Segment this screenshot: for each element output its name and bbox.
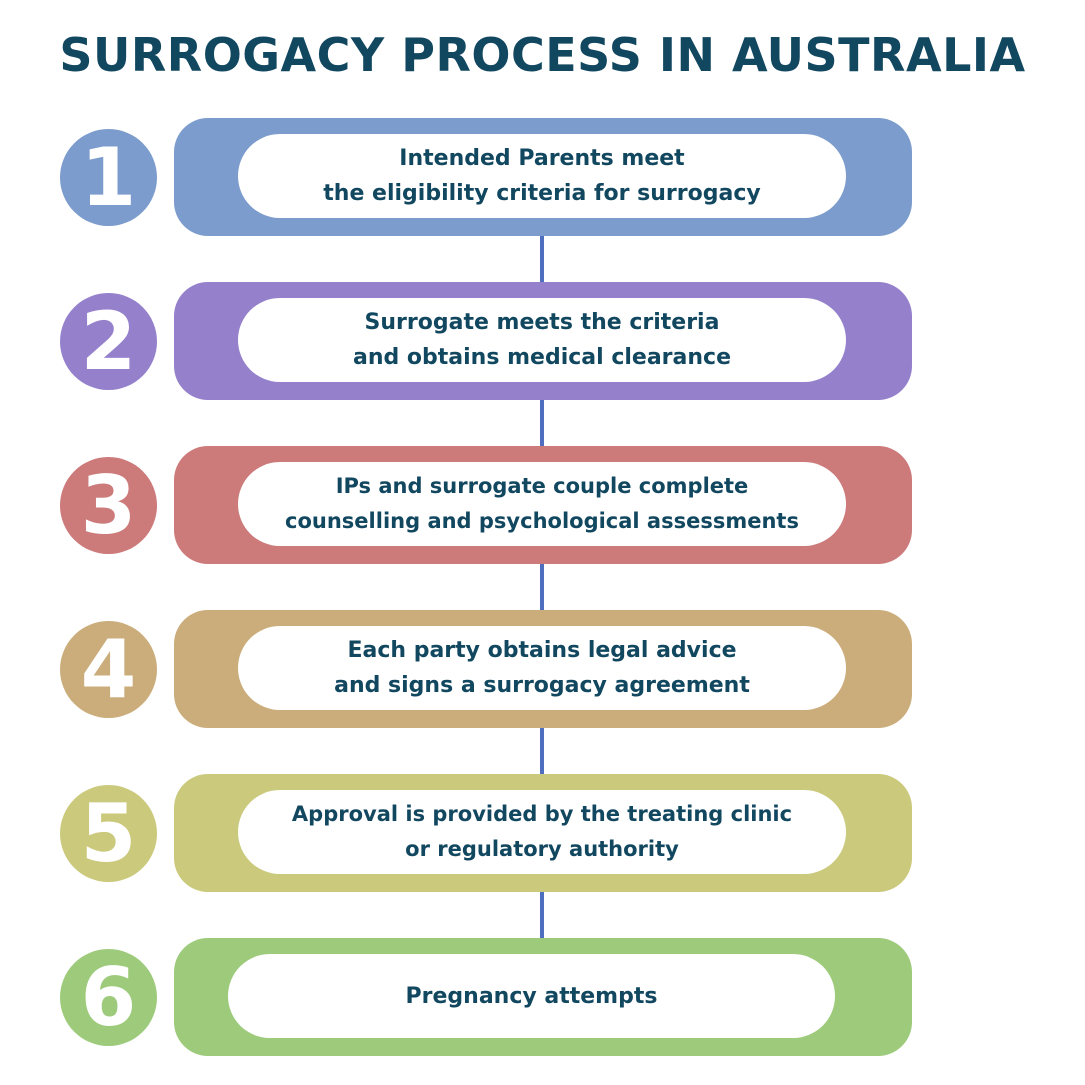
step-1-number-badge: 1 [60, 129, 157, 226]
step-2-card: Surrogate meets the criteria and obtains… [238, 298, 846, 382]
step-2: 2 Surrogate meets the criteria and obtai… [0, 282, 1085, 400]
step-1: 1 Intended Parents meet the eligibility … [0, 118, 1085, 236]
step-3-text: IPs and surrogate couple complete counse… [285, 474, 799, 533]
step-6-text: Pregnancy attempts [405, 983, 658, 1009]
step-4-card: Each party obtains legal advice and sign… [238, 626, 846, 710]
step-5-card: Approval is provided by the treating cli… [238, 790, 846, 874]
step-4: 4 Each party obtains legal advice and si… [0, 610, 1085, 728]
step-5-text: Approval is provided by the treating cli… [291, 802, 793, 861]
step-6-number-badge: 6 [60, 949, 157, 1046]
step-3-card: IPs and surrogate couple complete counse… [238, 462, 846, 546]
step-5-number-badge: 5 [60, 785, 157, 882]
step-2-text: Surrogate meets the criteria and obtains… [353, 310, 731, 370]
step-6-card: Pregnancy attempts [228, 954, 835, 1038]
step-6: 6 Pregnancy attempts [0, 938, 1085, 1056]
step-1-text: Intended Parents meet the eligibility cr… [323, 146, 761, 206]
step-1-card: Intended Parents meet the eligibility cr… [238, 134, 846, 218]
timeline-connector-line [540, 215, 544, 955]
step-2-number-badge: 2 [60, 293, 157, 390]
step-4-number-badge: 4 [60, 621, 157, 718]
step-4-text: Each party obtains legal advice and sign… [334, 638, 750, 698]
step-3: 3 IPs and surrogate couple complete coun… [0, 446, 1085, 564]
page-title: SURROGACY PROCESS IN AUSTRALIA [59, 28, 1026, 82]
step-5: 5 Approval is provided by the treating c… [0, 774, 1085, 892]
step-3-number-badge: 3 [60, 457, 157, 554]
